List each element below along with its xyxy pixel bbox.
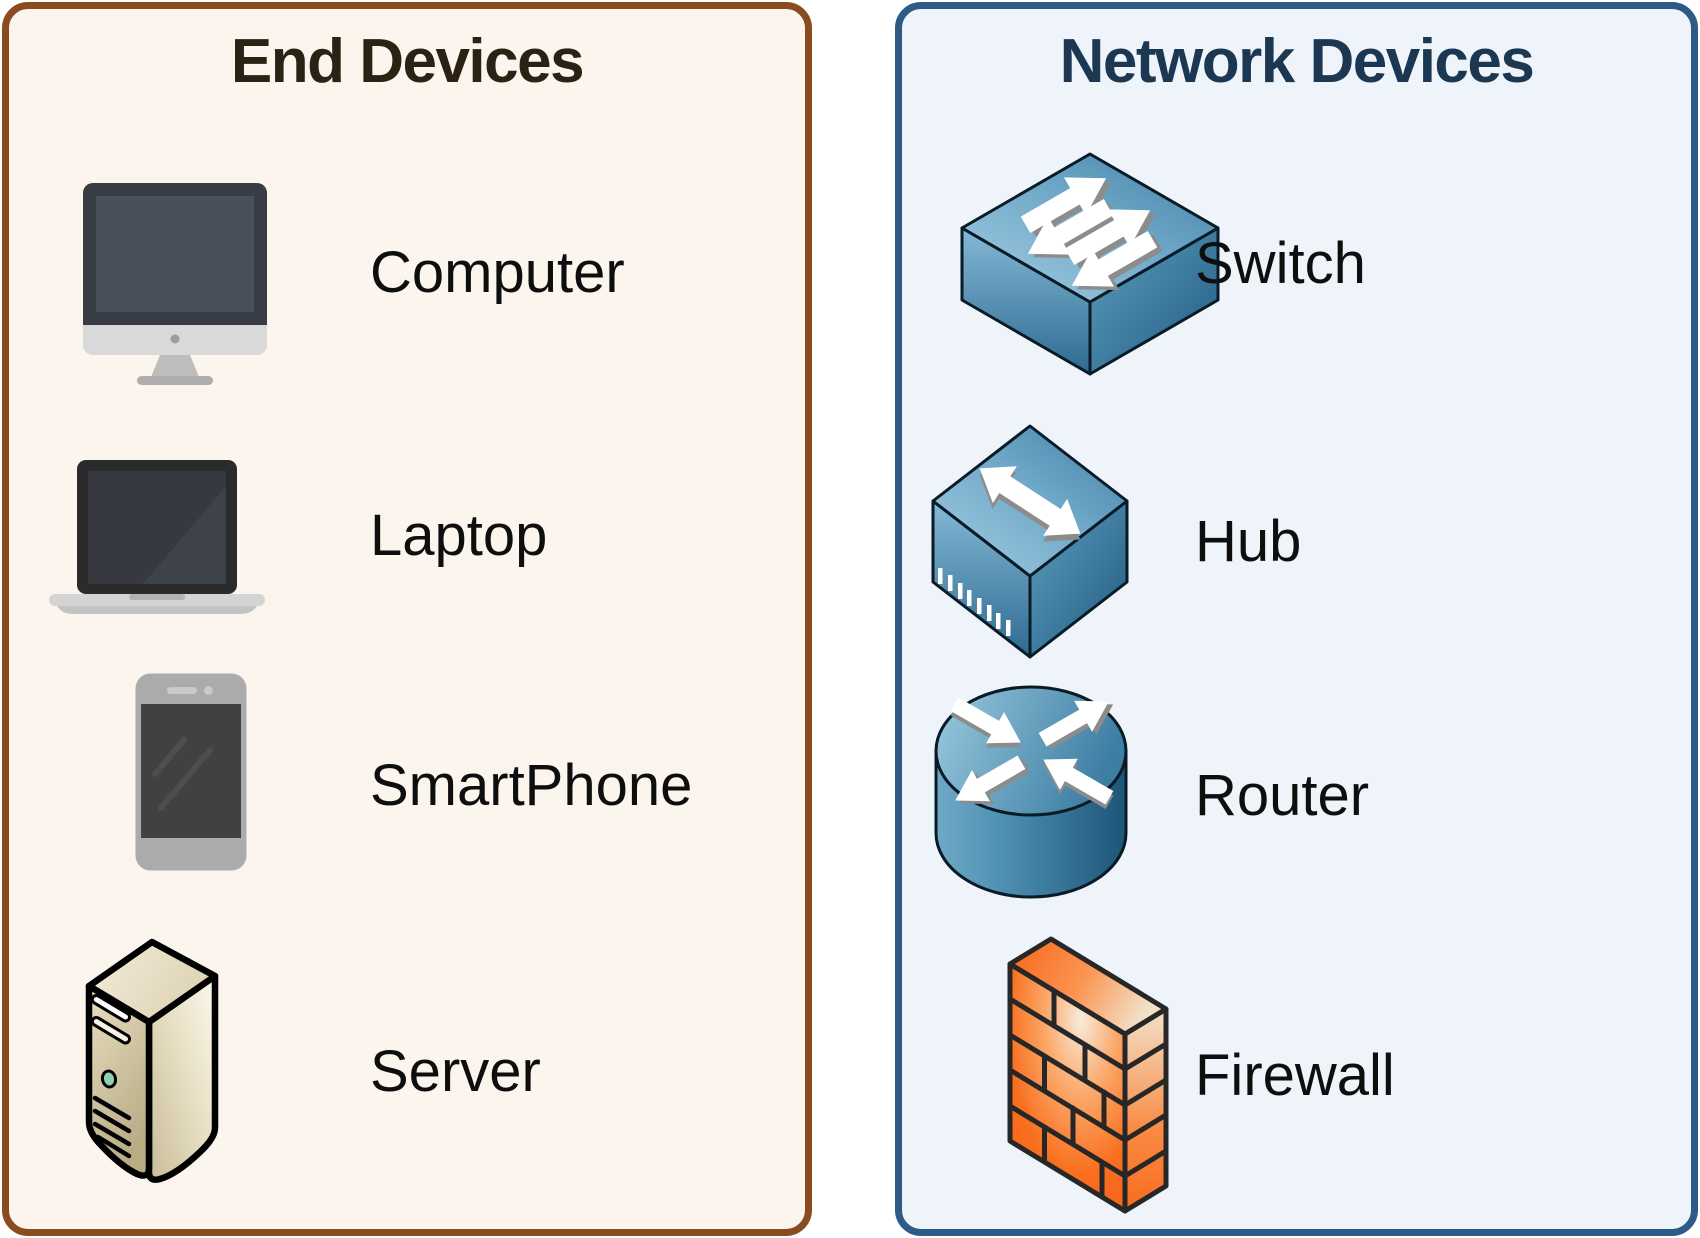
smartphone-label: SmartPhone — [370, 753, 693, 819]
end-devices-panel: End Devices Computer Laptop — [2, 2, 812, 1236]
laptop-icon — [49, 460, 265, 614]
router-label: Router — [1195, 763, 1370, 829]
switch-icon — [960, 152, 1220, 376]
laptop-label: Laptop — [370, 503, 548, 569]
computer-icon — [83, 183, 267, 385]
hub-label: Hub — [1195, 509, 1302, 575]
end-devices-title: End Devices — [230, 27, 585, 96]
computer-label: Computer — [370, 240, 625, 306]
network-devices-title: Network Devices — [1059, 27, 1535, 96]
switch-label: Switch — [1195, 231, 1366, 297]
firewall-label: Firewall — [1195, 1043, 1395, 1109]
firewall-icon — [1007, 936, 1169, 1214]
router-icon — [934, 685, 1128, 899]
network-devices-panel: Network Devices — [895, 2, 1698, 1236]
hub-icon — [931, 424, 1129, 659]
smartphone-icon — [135, 673, 247, 871]
server-label: Server — [370, 1039, 541, 1105]
server-icon — [85, 938, 219, 1183]
